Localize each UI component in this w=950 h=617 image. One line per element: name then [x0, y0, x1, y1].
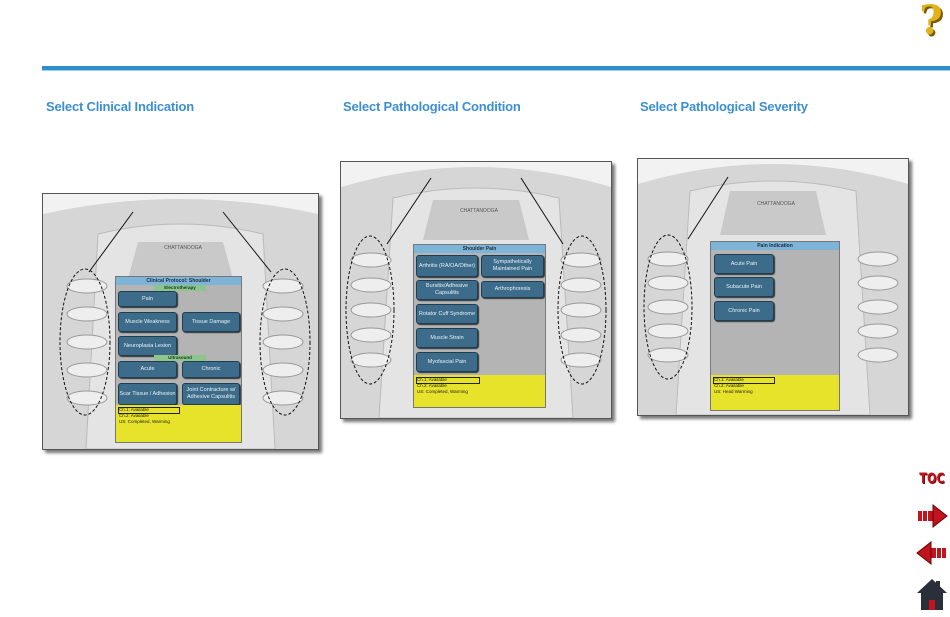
status-highlight-box — [118, 407, 180, 414]
channel-status-area: Ch.1: Available Ch.2: Available US: Comp… — [116, 405, 241, 442]
acute-button[interactable]: Acute — [118, 361, 177, 378]
device-screenshot-clinical-indication: CHATTANOOGA Clinical Protocol: Shoulder … — [42, 193, 319, 450]
subacute-pain-button[interactable]: Subacute Pain — [714, 277, 774, 297]
status-ch2: Ch.2: Available — [714, 383, 744, 388]
channel-status-area: Ch.1: Available Ch.2: Available US: Comp… — [414, 375, 545, 407]
status-ch1: Ch.1: Available — [417, 377, 447, 382]
status-ch2: Ch.2: Available — [417, 383, 447, 388]
muscle-weakness-button[interactable]: Muscle Weakness — [118, 312, 177, 332]
bursitis-adhesive-capsulitis-button[interactable]: Bursitis/Adhesive Capsulitis — [416, 280, 478, 300]
status-us: US: Completed, Warming — [119, 419, 170, 424]
lcd-screen: Pain Indication Acute Pain Subacute Pain… — [710, 241, 840, 411]
status-ch1: Ch.1: Available — [714, 377, 744, 382]
status-highlight-box — [416, 377, 480, 384]
acute-pain-button[interactable]: Acute Pain — [714, 254, 774, 274]
help-icon[interactable]: ? — [919, 0, 943, 44]
status-ch2: Ch.2: Available — [119, 413, 149, 418]
arthrophoresis-button[interactable]: Arthrophoresis — [481, 281, 544, 298]
status-highlight-box — [713, 377, 775, 384]
arthritis-button[interactable]: Arthritis (RA/OA/Other) — [416, 255, 478, 277]
rotator-cuff-syndrome-button[interactable]: Rotator Cuff Syndrome — [416, 304, 478, 324]
svg-text:CHATTANOOGA: CHATTANOOGA — [164, 245, 203, 251]
pain-button[interactable]: Pain — [118, 291, 177, 307]
status-us: US: Completed, Warming — [417, 389, 468, 394]
step-title-pathological-severity: Select Pathological Severity — [640, 99, 808, 114]
chronic-button[interactable]: Chronic — [182, 361, 240, 378]
device-screenshot-pathological-condition: CHATTANOOGA Shoulder Pain Arthritis (RA/… — [340, 161, 612, 419]
screen-header: Shoulder Pain — [414, 245, 545, 253]
screen-header: Pain Indication — [711, 242, 839, 250]
section-label-electrotherapy: Electrotherapy — [154, 285, 206, 291]
tissue-damage-button[interactable]: Tissue Damage — [182, 312, 240, 332]
home-icon[interactable] — [916, 576, 948, 612]
lcd-screen: Shoulder Pain Arthritis (RA/OA/Other) Sy… — [413, 244, 546, 408]
lcd-screen: Clinical Protocol: Shoulder Electrothera… — [115, 276, 242, 443]
device-screenshot-pathological-severity: CHATTANOOGA Pain Indication Acute Pain S… — [637, 158, 909, 416]
step-title-clinical-indication: Select Clinical Indication — [46, 99, 194, 114]
joint-contracture-button[interactable]: Joint Contracture w/ Adhesive Capsulitis — [182, 383, 240, 405]
status-us: US: Head Warming — [714, 389, 753, 394]
channel-status-area: Ch.1: Available Ch.2: Available US: Head… — [711, 375, 839, 410]
sympathetically-maintained-pain-button[interactable]: Sympathetically Maintained Pain — [481, 255, 544, 277]
header-rule — [42, 66, 950, 71]
neuroplasia-lesion-button[interactable]: Neuroplasia Lesion — [118, 336, 177, 356]
svg-text:CHATTANOOGA: CHATTANOOGA — [460, 208, 499, 214]
screen-header: Clinical Protocol: Shoulder — [116, 277, 241, 285]
svg-text:CHATTANOOGA: CHATTANOOGA — [757, 201, 796, 207]
chronic-pain-button[interactable]: Chronic Pain — [714, 301, 774, 321]
step-title-pathological-condition: Select Pathological Condition — [343, 99, 521, 114]
myofascial-pain-button[interactable]: Myofascial Pain — [416, 352, 478, 372]
status-ch1: Ch.1: Available — [119, 407, 149, 412]
scar-tissue-adhesion-button[interactable]: Scar Tissue / Adhesion — [118, 383, 177, 405]
forward-arrow-icon[interactable] — [916, 503, 948, 529]
back-arrow-icon[interactable] — [916, 540, 948, 566]
muscle-strain-button[interactable]: Muscle Strain — [416, 328, 478, 348]
section-label-ultrasound: Ultrasound — [154, 355, 206, 361]
toc-button[interactable]: TOC — [919, 471, 945, 487]
